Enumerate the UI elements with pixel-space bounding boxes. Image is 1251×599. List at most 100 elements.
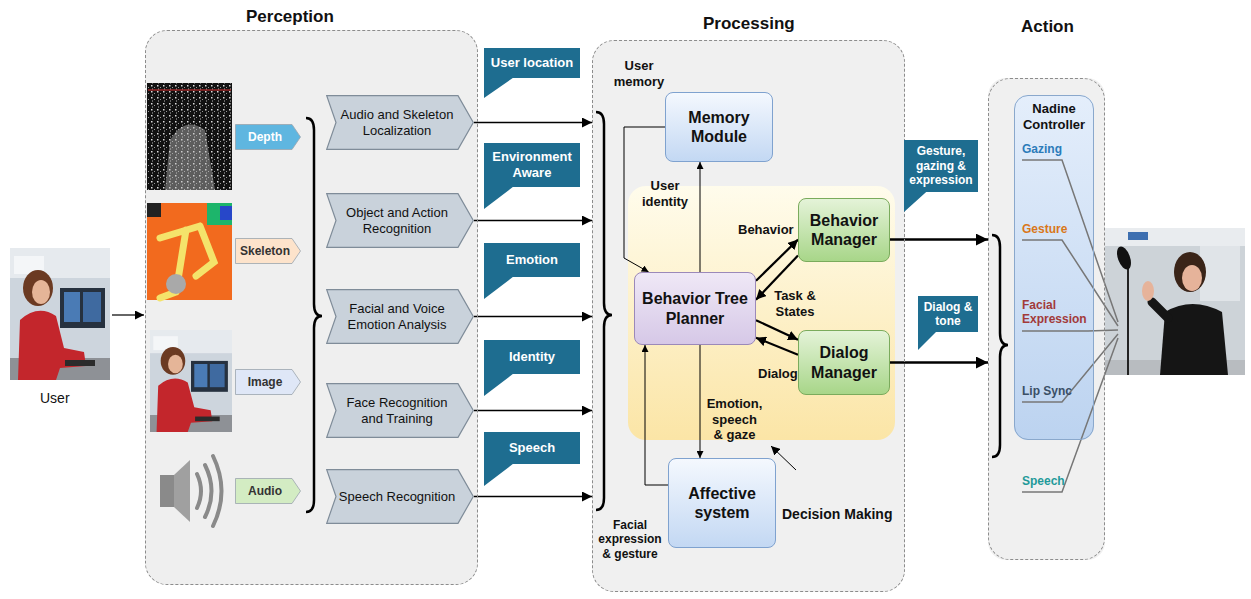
edge-label: Behavior (738, 222, 794, 238)
channel-label: Gesture (1022, 222, 1067, 236)
node-outline-shape (484, 340, 580, 396)
action-bracket (992, 235, 1008, 457)
edge-label: Facial expression & gesture (596, 518, 664, 561)
perception-module: Audio and Skeleton Localization (326, 95, 474, 150)
skeleton-image (147, 203, 232, 300)
panel-heading: Decision Making (782, 506, 892, 523)
node-text: Emotion (489, 252, 575, 268)
art-part (1152, 302, 1168, 318)
node-outline-shape (236, 239, 301, 264)
node-outline-shape (484, 432, 580, 486)
art-part (592, 40, 905, 592)
sensor-tag: Image (235, 369, 301, 395)
node-text: Behavior Manager (805, 211, 883, 249)
perception-module: Object and Action Recognition (326, 193, 474, 248)
node-text: Depth (239, 130, 291, 144)
module-box: Affective system (668, 458, 776, 548)
callout-flag: Dialog & tone (918, 296, 978, 350)
connector (700, 345, 701, 458)
edge-label: Emotion, speech & gaze (706, 396, 763, 443)
depth-image (147, 83, 232, 190)
art-part (1182, 265, 1202, 291)
connector (645, 345, 668, 485)
art-part (220, 206, 232, 220)
node-text: Skeleton (239, 244, 291, 258)
robot-photo (1105, 228, 1245, 375)
art-part (1142, 281, 1154, 301)
camera-image (150, 330, 232, 432)
node-outline-shape (236, 370, 301, 395)
art-part (174, 460, 190, 522)
node-outline-shape (327, 384, 474, 438)
node-outline-shape (327, 290, 474, 344)
connector (474, 220, 592, 221)
node-text: Audio (239, 484, 291, 498)
perception-panel: PerceptionDepthSkeletonImageAudioAudio a… (145, 30, 478, 585)
channel-label: Facial Expression (1022, 298, 1090, 327)
art-part (147, 203, 161, 217)
node-text: Speech Recognition (338, 489, 456, 505)
panel-heading: Processing (703, 14, 795, 34)
connector (756, 240, 798, 281)
node-outline-shape (484, 48, 580, 98)
speaker-icon (160, 456, 222, 526)
node-text: Memory Module (672, 108, 766, 146)
art-part (150, 330, 232, 432)
panel-heading: Perception (246, 7, 334, 27)
art-part (1127, 262, 1129, 375)
art-part (1105, 228, 1245, 246)
node-text: Audio and Skeleton Localization (338, 107, 456, 138)
node-text: User location (489, 55, 575, 71)
art-part (148, 90, 231, 91)
node-text: Identity (489, 349, 575, 365)
art-part (1114, 245, 1133, 272)
user-photo (10, 248, 110, 380)
callout-flag: Identity (484, 340, 580, 396)
user-arrow (112, 314, 144, 315)
callout-flag: User location (484, 48, 580, 98)
connector (474, 122, 592, 123)
art-part (1022, 330, 1118, 331)
edge-label: Task & States (772, 288, 818, 319)
channel-label: Gazing (1022, 142, 1062, 156)
callout-flag: Emotion (484, 243, 580, 299)
node-outline-shape (236, 479, 301, 504)
node-text: Dialog & tone (923, 300, 973, 329)
perception-bracket (306, 118, 322, 512)
manager-box: Dialog Manager (798, 330, 890, 395)
art-part (145, 30, 478, 585)
art-part (160, 226, 214, 298)
node-text: Behavior Tree Planner (641, 289, 749, 327)
node-text: Nadine Controller (1019, 101, 1089, 132)
connector (474, 496, 592, 497)
node-text: Gesture, gazing & expression (909, 144, 973, 187)
art-part (165, 124, 215, 190)
channel-label: Speech (1022, 474, 1065, 488)
art-part (1022, 334, 1118, 402)
connector (756, 320, 798, 340)
art-part (1105, 228, 1245, 375)
art-part (10, 248, 110, 380)
node-text: Environment Aware (489, 149, 575, 180)
node-outline-shape (236, 125, 301, 150)
edge-label: User memory (612, 58, 666, 89)
manager-box: Behavior Manager (798, 198, 890, 262)
figure-caption: User (40, 390, 70, 407)
node-text: Facial and Voice Emotion Analysis (338, 301, 456, 332)
art-part (988, 78, 1105, 560)
sensor-tag: Depth (235, 124, 301, 150)
perception-module: Facial and Voice Emotion Analysis (326, 289, 474, 344)
art-part (1022, 160, 1118, 322)
art-part (197, 456, 222, 526)
processing-panel: ProcessingMemory ModuleDecision MakingBe… (592, 40, 905, 592)
node-text: Affective system (675, 484, 769, 522)
node-text: Face Recognition and Training (338, 395, 456, 426)
art-part (147, 83, 232, 190)
node-outline-shape (484, 243, 580, 299)
edge-label: Dialog (758, 366, 798, 382)
callout-flag: Speech (484, 432, 580, 486)
panel-fills (145, 30, 1105, 592)
